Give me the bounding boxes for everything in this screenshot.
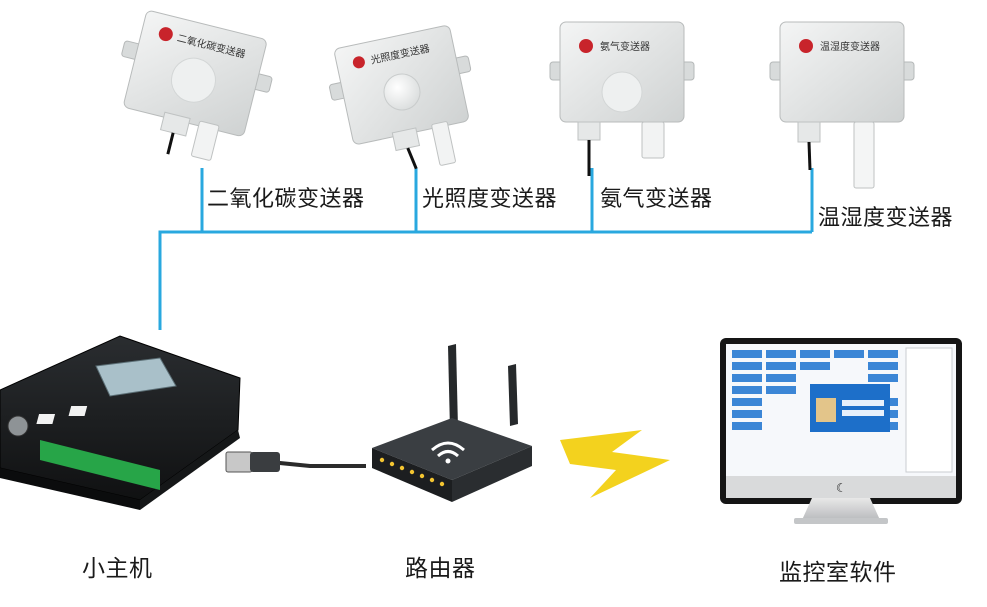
host-button-4 bbox=[68, 406, 88, 416]
humidity-label: 温湿度变送器 bbox=[818, 206, 954, 231]
network-cable bbox=[225, 451, 366, 473]
router-antenna-left bbox=[448, 344, 458, 430]
light-label: 光照度变送器 bbox=[422, 187, 558, 212]
bus-main-line bbox=[158, 230, 812, 330]
ammonia-panel-text: 氨气变送器 bbox=[600, 40, 650, 53]
humidity-panel-text: 温湿度变送器 bbox=[820, 40, 880, 53]
wireless-lightning-icon bbox=[560, 430, 670, 498]
host-terminal-block bbox=[40, 440, 160, 490]
host-label: 小主机 bbox=[82, 556, 153, 582]
co2-transmitter: 二氧化碳变送器 bbox=[121, 10, 273, 161]
ammonia-label: 氨气变送器 bbox=[600, 187, 713, 212]
router-antenna-right bbox=[508, 364, 518, 426]
router bbox=[372, 344, 532, 502]
sensor-bus bbox=[158, 168, 814, 330]
logo-icon bbox=[352, 56, 365, 69]
light-transmitter: 光照度变送器 bbox=[329, 25, 472, 170]
monitor-label: 监控室软件 bbox=[779, 560, 897, 586]
host-antenna-port bbox=[7, 415, 29, 437]
apple-logo-icon: ☾ bbox=[836, 481, 847, 495]
wifi-icon bbox=[431, 441, 465, 464]
software-window bbox=[732, 347, 953, 473]
rj45-plug-icon bbox=[225, 451, 253, 473]
monitor: ☾ bbox=[720, 338, 962, 524]
host-unit bbox=[0, 335, 241, 510]
logo-icon bbox=[158, 27, 173, 42]
host-lcd-screen bbox=[95, 357, 177, 397]
router-label: 路由器 bbox=[405, 556, 476, 582]
co2-label: 二氧化碳变送器 bbox=[207, 187, 365, 212]
host-button-3 bbox=[36, 414, 56, 424]
humidity-transmitter: 温湿度变送器 bbox=[769, 21, 915, 189]
ammonia-transmitter: 氨气变送器 bbox=[549, 21, 695, 176]
logo-icon bbox=[799, 39, 813, 53]
logo-icon bbox=[579, 39, 593, 53]
